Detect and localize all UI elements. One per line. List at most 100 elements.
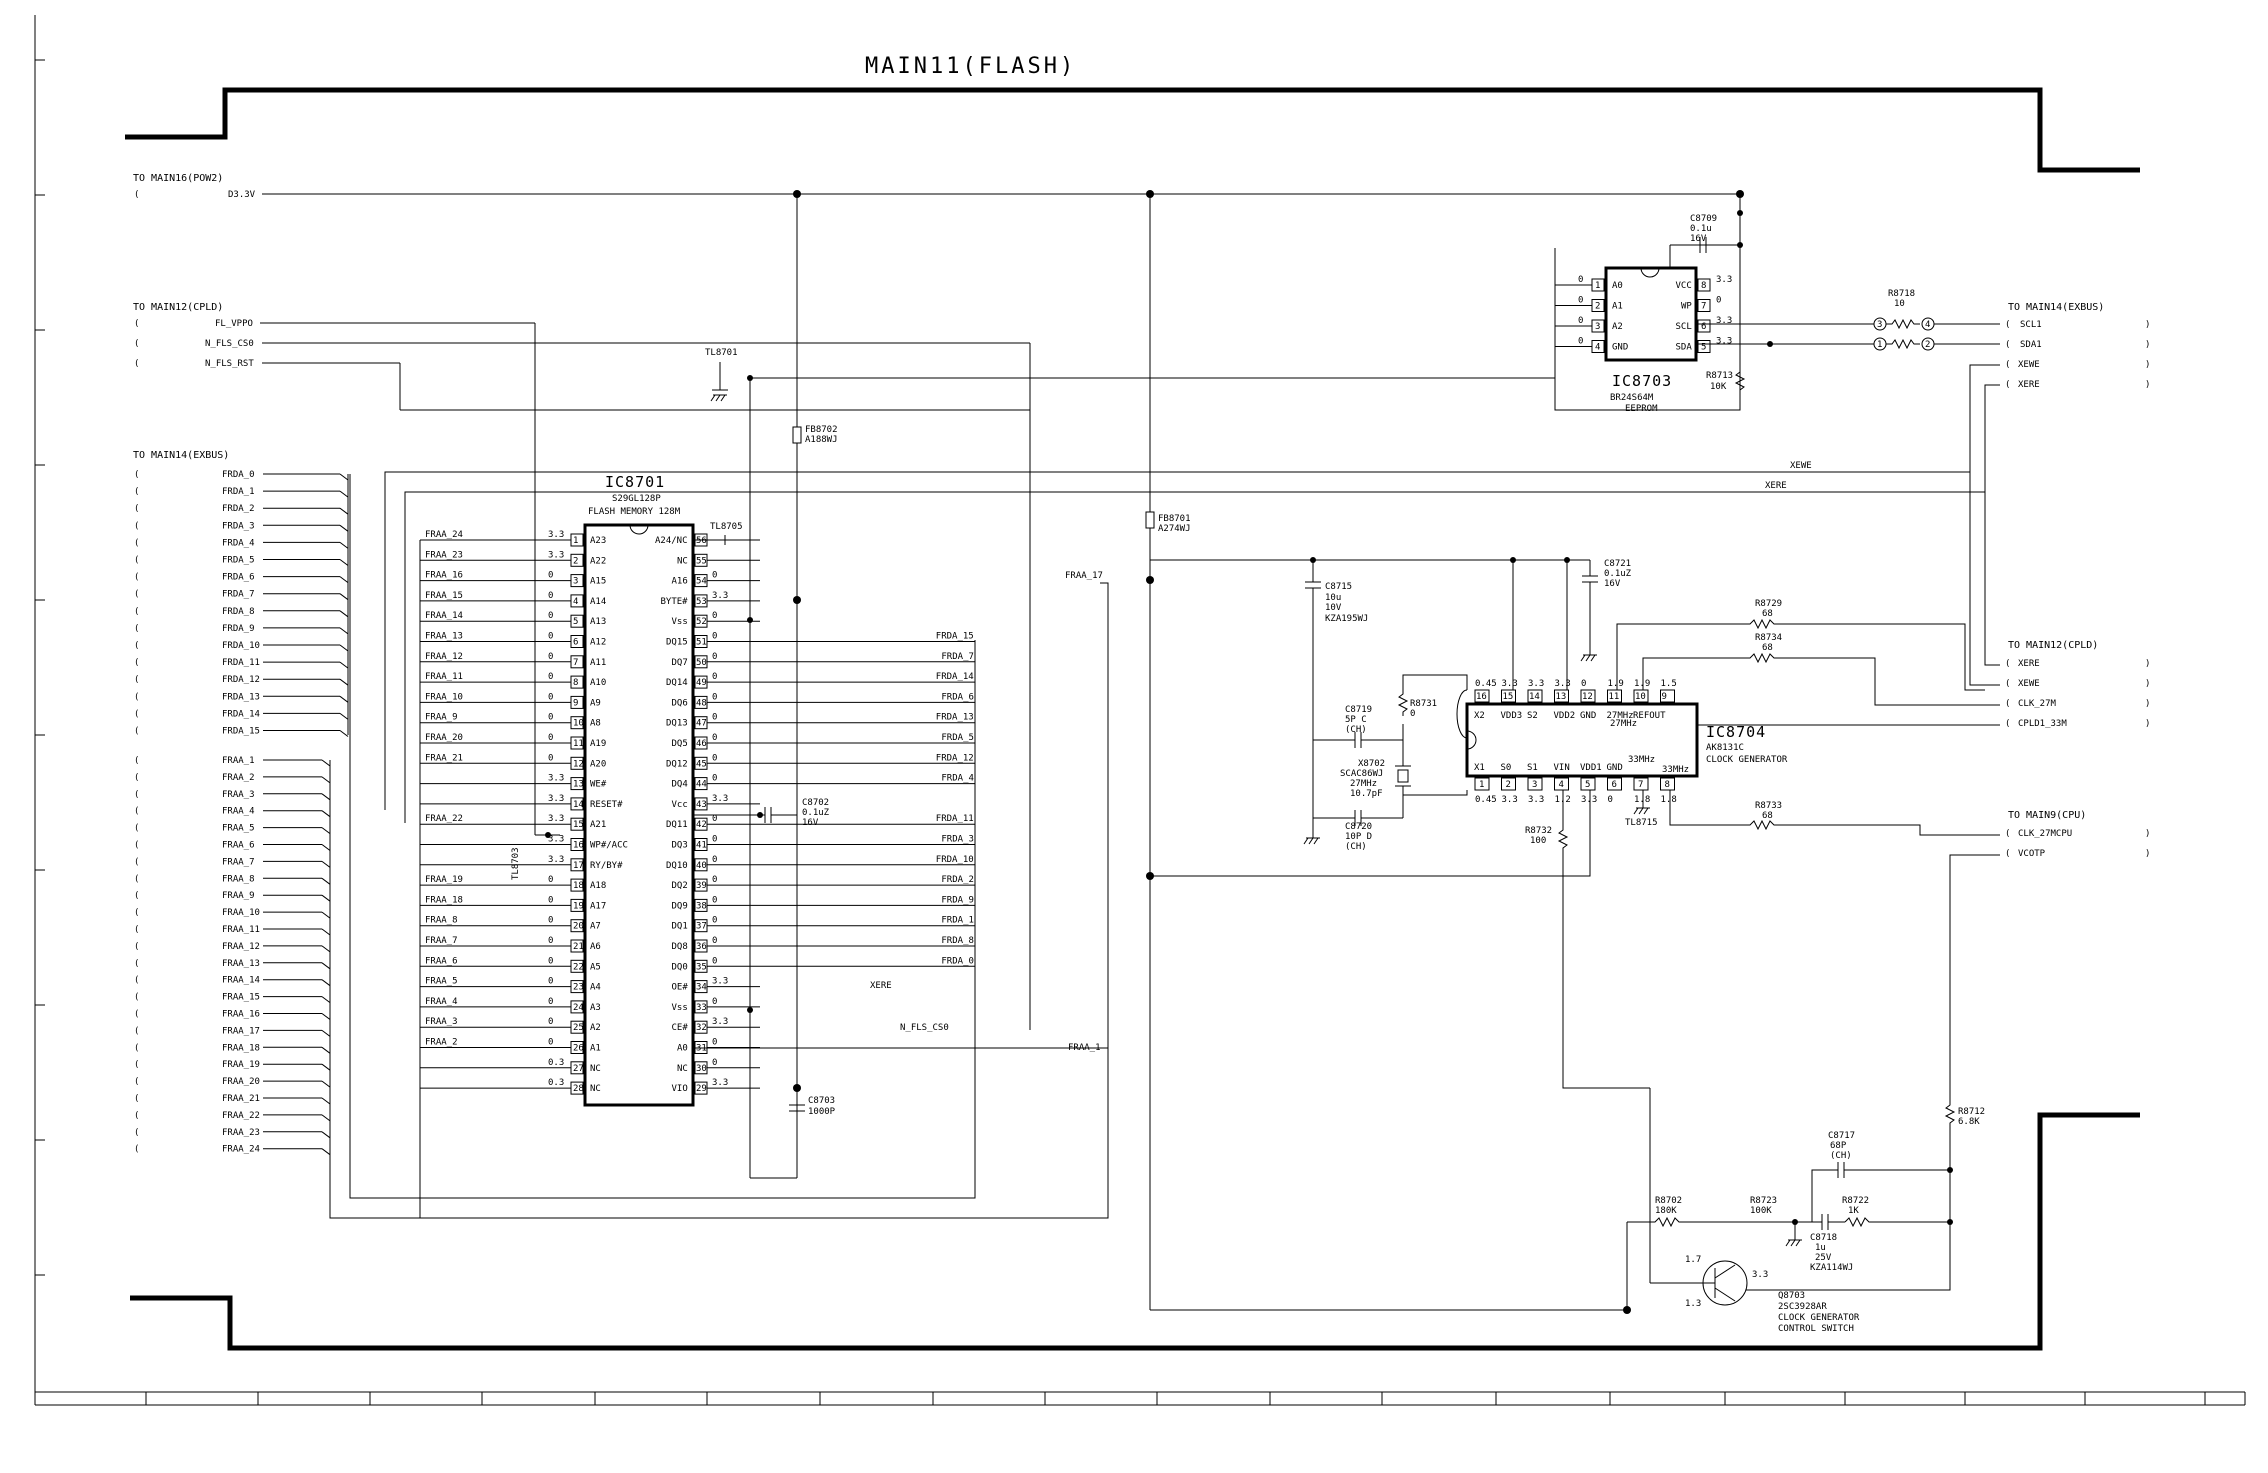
ic8704-clock-generator: IC8704 AK8131C CLOCK GENERATOR 27MHz 33M…: [1465, 679, 1788, 805]
port-fraa: (FRAA_22: [134, 1111, 331, 1122]
fb8702-ferrite: FB8702 A188WJ: [792, 425, 838, 445]
svg-text:0: 0: [548, 571, 553, 581]
svg-text:0: 0: [712, 1038, 717, 1048]
port-fraa: (FRAA_8: [134, 874, 331, 885]
svg-text:FRAA_13: FRAA_13: [425, 632, 463, 642]
svg-text:FRAA_22: FRAA_22: [222, 1111, 260, 1121]
svg-text:BYTE#: BYTE#: [661, 597, 689, 607]
port-fraa: (FRAA_6: [134, 841, 331, 851]
svg-text:DQ9: DQ9: [672, 901, 688, 911]
svg-text:0: 0: [548, 1017, 553, 1027]
svg-text:3.3: 3.3: [548, 855, 564, 865]
svg-text:(: (: [134, 538, 139, 548]
svg-text:(: (: [134, 925, 139, 935]
svg-text:0: 0: [548, 733, 553, 743]
svg-text:R8731: R8731: [1410, 699, 1437, 709]
svg-text:DQ6: DQ6: [672, 698, 688, 708]
svg-text:3.3: 3.3: [712, 591, 728, 601]
svg-text:DQ1: DQ1: [672, 922, 688, 932]
svg-text:R8713: R8713: [1706, 371, 1733, 381]
port-fraa: (FRAA_5: [134, 824, 331, 834]
svg-text:DQ4: DQ4: [672, 780, 688, 790]
svg-text:VDD3: VDD3: [1501, 711, 1523, 721]
port-xere-exbus: ( XERE ): [2005, 380, 2150, 390]
svg-text:11: 11: [1609, 692, 1620, 702]
svg-text:XEWE: XEWE: [1790, 461, 1812, 471]
svg-text:FRAA_5: FRAA_5: [425, 977, 458, 987]
svg-text:180K: 180K: [1655, 1206, 1677, 1216]
c8721-capacitor: C8721 0.1uZ 16V: [1567, 559, 1632, 655]
svg-text:0.1uZ: 0.1uZ: [1604, 569, 1632, 579]
svg-text:FRDA_12: FRDA_12: [936, 753, 974, 763]
svg-text:(: (: [134, 339, 139, 349]
port-fraa: (FRAA_14: [134, 976, 331, 987]
svg-text:FL_VPPO: FL_VPPO: [215, 319, 253, 329]
svg-text:(: (: [134, 1077, 139, 1087]
svg-text:FRDA_1: FRDA_1: [941, 916, 974, 926]
svg-text:): ): [2145, 679, 2150, 689]
svg-text:(: (: [134, 573, 139, 583]
svg-text:100: 100: [1530, 836, 1546, 846]
svg-text:FRDA_8: FRDA_8: [941, 936, 974, 946]
svg-text:1.8: 1.8: [1634, 795, 1650, 805]
svg-text:FRAA_7: FRAA_7: [222, 857, 255, 867]
port-fraa: (FRAA_13: [134, 959, 331, 970]
svg-text:10K: 10K: [1710, 382, 1727, 392]
svg-text:NC: NC: [590, 1084, 601, 1094]
ic8704-pin: 143.3S2: [1527, 679, 1544, 721]
svg-text:0: 0: [1578, 337, 1583, 347]
svg-text:(: (: [134, 976, 139, 986]
svg-text:30: 30: [696, 1064, 707, 1074]
svg-text:0: 0: [548, 611, 553, 621]
svg-text:FRDA_5: FRDA_5: [941, 733, 974, 743]
svg-text:FRAA_24: FRAA_24: [222, 1145, 260, 1155]
svg-text:3.3: 3.3: [1528, 679, 1544, 689]
svg-text:(: (: [2005, 719, 2010, 729]
svg-text:FRAA_7: FRAA_7: [425, 936, 458, 946]
svg-text:0: 0: [1578, 275, 1583, 285]
svg-text:C8703: C8703: [808, 1096, 835, 1106]
port-xewe-exbus: ( XEWE ): [2005, 360, 2150, 370]
svg-text:68: 68: [1762, 609, 1773, 619]
r8732-resistor: R8732 100: [1150, 790, 1650, 1089]
svg-text:27MHz: 27MHz: [1350, 779, 1377, 789]
svg-text:0: 0: [1578, 316, 1583, 326]
svg-text:FRDA_11: FRDA_11: [222, 658, 260, 668]
c8703-capacitor: C8703 1000P: [789, 1096, 836, 1117]
svg-text:FRAA_10: FRAA_10: [222, 908, 260, 918]
x8702-crystal: X8702 SCAC86WJ 27MHz 10.7pF: [1340, 724, 1411, 818]
svg-text:EEPROM: EEPROM: [1625, 404, 1658, 414]
svg-text:XERE: XERE: [2018, 659, 2040, 669]
port-fraa: (FRAA_12: [134, 942, 331, 953]
svg-text:): ): [2145, 340, 2150, 350]
svg-text:SCL: SCL: [1676, 322, 1692, 332]
svg-text:8: 8: [573, 678, 578, 688]
svg-text:68: 68: [1762, 811, 1773, 821]
port-fraa: (FRAA_1: [134, 756, 331, 767]
board-outline-top: [125, 87, 2140, 173]
svg-text:Q8703: Q8703: [1778, 1291, 1805, 1301]
svg-text:A5: A5: [590, 962, 601, 972]
svg-text:A11: A11: [590, 658, 606, 668]
svg-text:FRDA_6: FRDA_6: [941, 692, 974, 702]
svg-text:FRDA_4: FRDA_4: [941, 774, 974, 784]
svg-text:DQ3: DQ3: [672, 841, 688, 851]
svg-text:A8: A8: [590, 719, 601, 729]
port-frda: (FRDA_10: [134, 641, 349, 652]
svg-text:FRAA_19: FRAA_19: [425, 875, 463, 885]
svg-text:(: (: [134, 487, 139, 497]
